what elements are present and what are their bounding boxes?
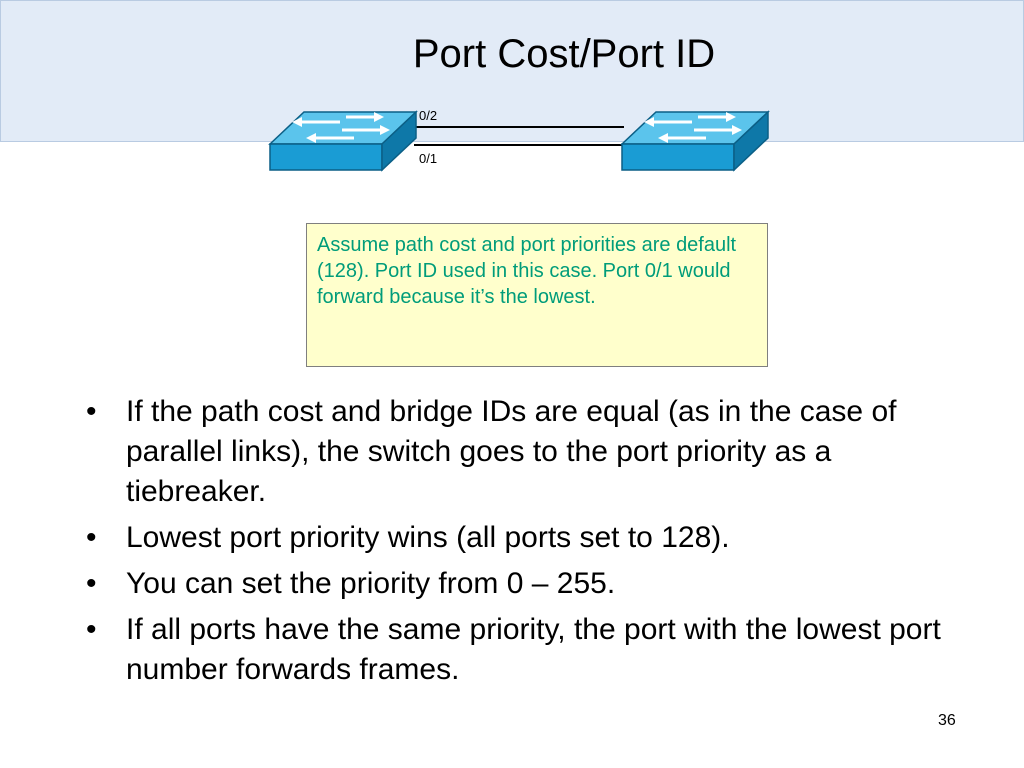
bullet-item: • If the path cost and bridge IDs are equ… xyxy=(86,392,956,512)
bullet-text: Lowest port priority wins (all ports set… xyxy=(126,521,730,554)
bullet-dot: • xyxy=(86,395,97,428)
bullet-text: You can set the priority from 0 – 255. xyxy=(126,567,616,600)
bullet-list: • If the path cost and bridge IDs are equ… xyxy=(86,392,956,696)
page-number: 36 xyxy=(938,712,956,729)
header-band xyxy=(0,0,1024,142)
bullet-dot: • xyxy=(86,567,97,600)
network-diagram: 0/2 0/1 xyxy=(262,100,782,180)
diagram-svg xyxy=(268,110,770,172)
bullet-text: If all ports have the same priority, the… xyxy=(126,613,941,686)
bullet-item: • You can set the priority from 0 – 255. xyxy=(86,564,956,604)
note-box: Assume path cost and port priorities are… xyxy=(306,223,768,367)
left-switch-icon xyxy=(268,110,418,172)
port-label-0-1: 0/1 xyxy=(419,151,438,166)
bullet-text: If the path cost and bridge IDs are equa… xyxy=(126,395,897,508)
bullet-dot: • xyxy=(86,613,97,646)
bullet-item: • Lowest port priority wins (all ports se… xyxy=(86,518,956,558)
bullet-item: • If all ports have the same priority, th… xyxy=(86,610,956,690)
slide-title: Port Cost/Port ID xyxy=(412,32,716,76)
port-label-0-2: 0/2 xyxy=(419,108,438,123)
right-switch-icon xyxy=(620,110,770,172)
bullet-dot: • xyxy=(86,521,97,554)
